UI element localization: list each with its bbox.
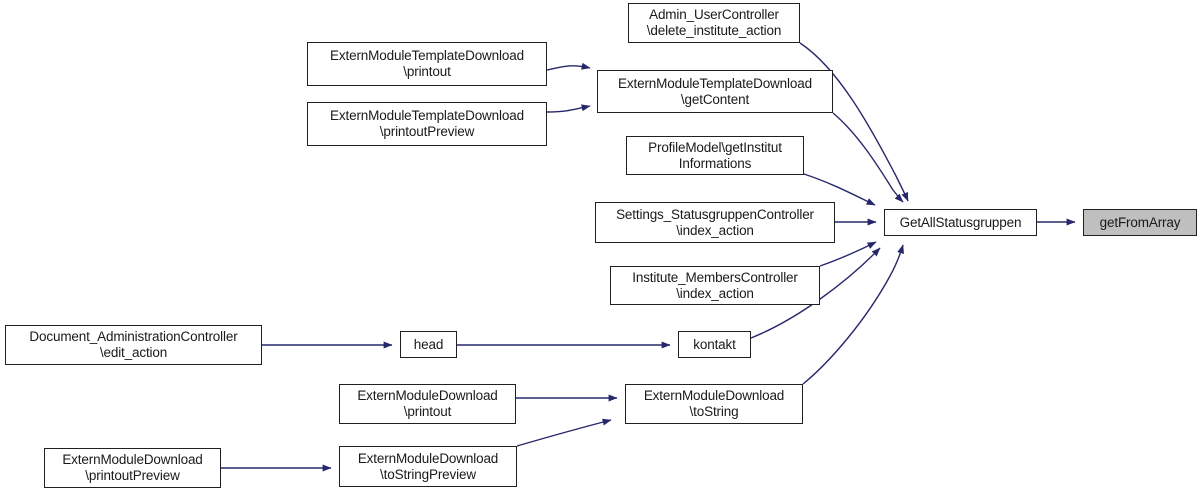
edge-extern_module_template_download_printout_preview-to-extern_module_template_download_get_content [546, 104, 591, 113]
node-extern_module_template_download_get_content[interactable]: ExternModuleTemplateDownload \getContent [597, 70, 833, 113]
node-label: Document_AdministrationController \edit_… [29, 329, 238, 360]
node-label: ExternModuleDownload \printout [357, 388, 498, 419]
node-label: ExternModuleTemplateDownload \printoutPr… [330, 108, 524, 139]
node-extern_module_template_download_printout_preview[interactable]: ExternModuleTemplateDownload \printoutPr… [307, 102, 547, 146]
node-admin_user_controller_delete_institute_action[interactable]: Admin_UserController \delete_institute_a… [628, 3, 800, 43]
node-profile_model_get_institut_informations[interactable]: ProfileModel\getInstitut Informations [626, 136, 804, 175]
node-get_from_array[interactable]: getFromArray [1083, 209, 1197, 236]
edge-extern_module_template_download_printout-to-extern_module_template_download_get_content [546, 62, 591, 71]
node-label: getFromArray [1099, 214, 1181, 230]
node-label: GetAllStatusgruppen [899, 214, 1022, 230]
node-label: Admin_UserController \delete_institute_a… [646, 7, 782, 38]
node-label: Settings_StatusgruppenController \index_… [616, 206, 814, 238]
node-label: kontakt [693, 336, 736, 352]
node-label: ExternModuleDownload \toString [643, 388, 785, 419]
node-extern_module_download_printout[interactable]: ExternModuleDownload \printout [339, 384, 516, 424]
edge-profile_model_get_institut_informations-to-get_all_statusgruppen [803, 173, 876, 206]
edge-extern_module_download_to_string_preview-to-extern_module_download_to_string [516, 418, 612, 447]
node-head[interactable]: head [400, 331, 457, 358]
node-label: ExternModuleTemplateDownload \printout [330, 48, 524, 79]
node-label: ExternModuleDownload \toStringPreview [357, 450, 499, 482]
node-label: ProfileModel\getInstitut Informations [648, 139, 782, 171]
node-extern_module_download_to_string[interactable]: ExternModuleDownload \toString [625, 384, 803, 424]
edge-extern_module_template_download_get_content-to-get_all_statusgruppen [832, 112, 904, 203]
node-label: Institute_MembersController \index_actio… [632, 269, 798, 301]
node-institute_members_controller_index_action[interactable]: Institute_MembersController \index_actio… [610, 266, 820, 305]
node-extern_module_download_printout_preview[interactable]: ExternModuleDownload \printoutPreview [44, 448, 221, 488]
node-label: ExternModuleDownload \printoutPreview [62, 452, 203, 483]
node-settings_statusgruppen_controller_index_action[interactable]: Settings_StatusgruppenController \index_… [595, 202, 835, 243]
node-get_all_statusgruppen[interactable]: GetAllStatusgruppen [884, 209, 1037, 236]
node-extern_module_download_to_string_preview[interactable]: ExternModuleDownload \toStringPreview [339, 446, 517, 487]
node-document_administration_controller_edit_action[interactable]: Document_AdministrationController \edit_… [5, 325, 262, 365]
node-extern_module_template_download_printout[interactable]: ExternModuleTemplateDownload \printout [307, 42, 547, 86]
node-label: ExternModuleTemplateDownload \getContent [618, 75, 812, 107]
node-label: head [413, 336, 444, 352]
node-kontakt[interactable]: kontakt [678, 331, 751, 358]
edge-admin_user_controller_delete_institute_action-to-get_all_statusgruppen [799, 42, 909, 202]
edge-institute_members_controller_index_action-to-get_all_statusgruppen [819, 241, 877, 267]
